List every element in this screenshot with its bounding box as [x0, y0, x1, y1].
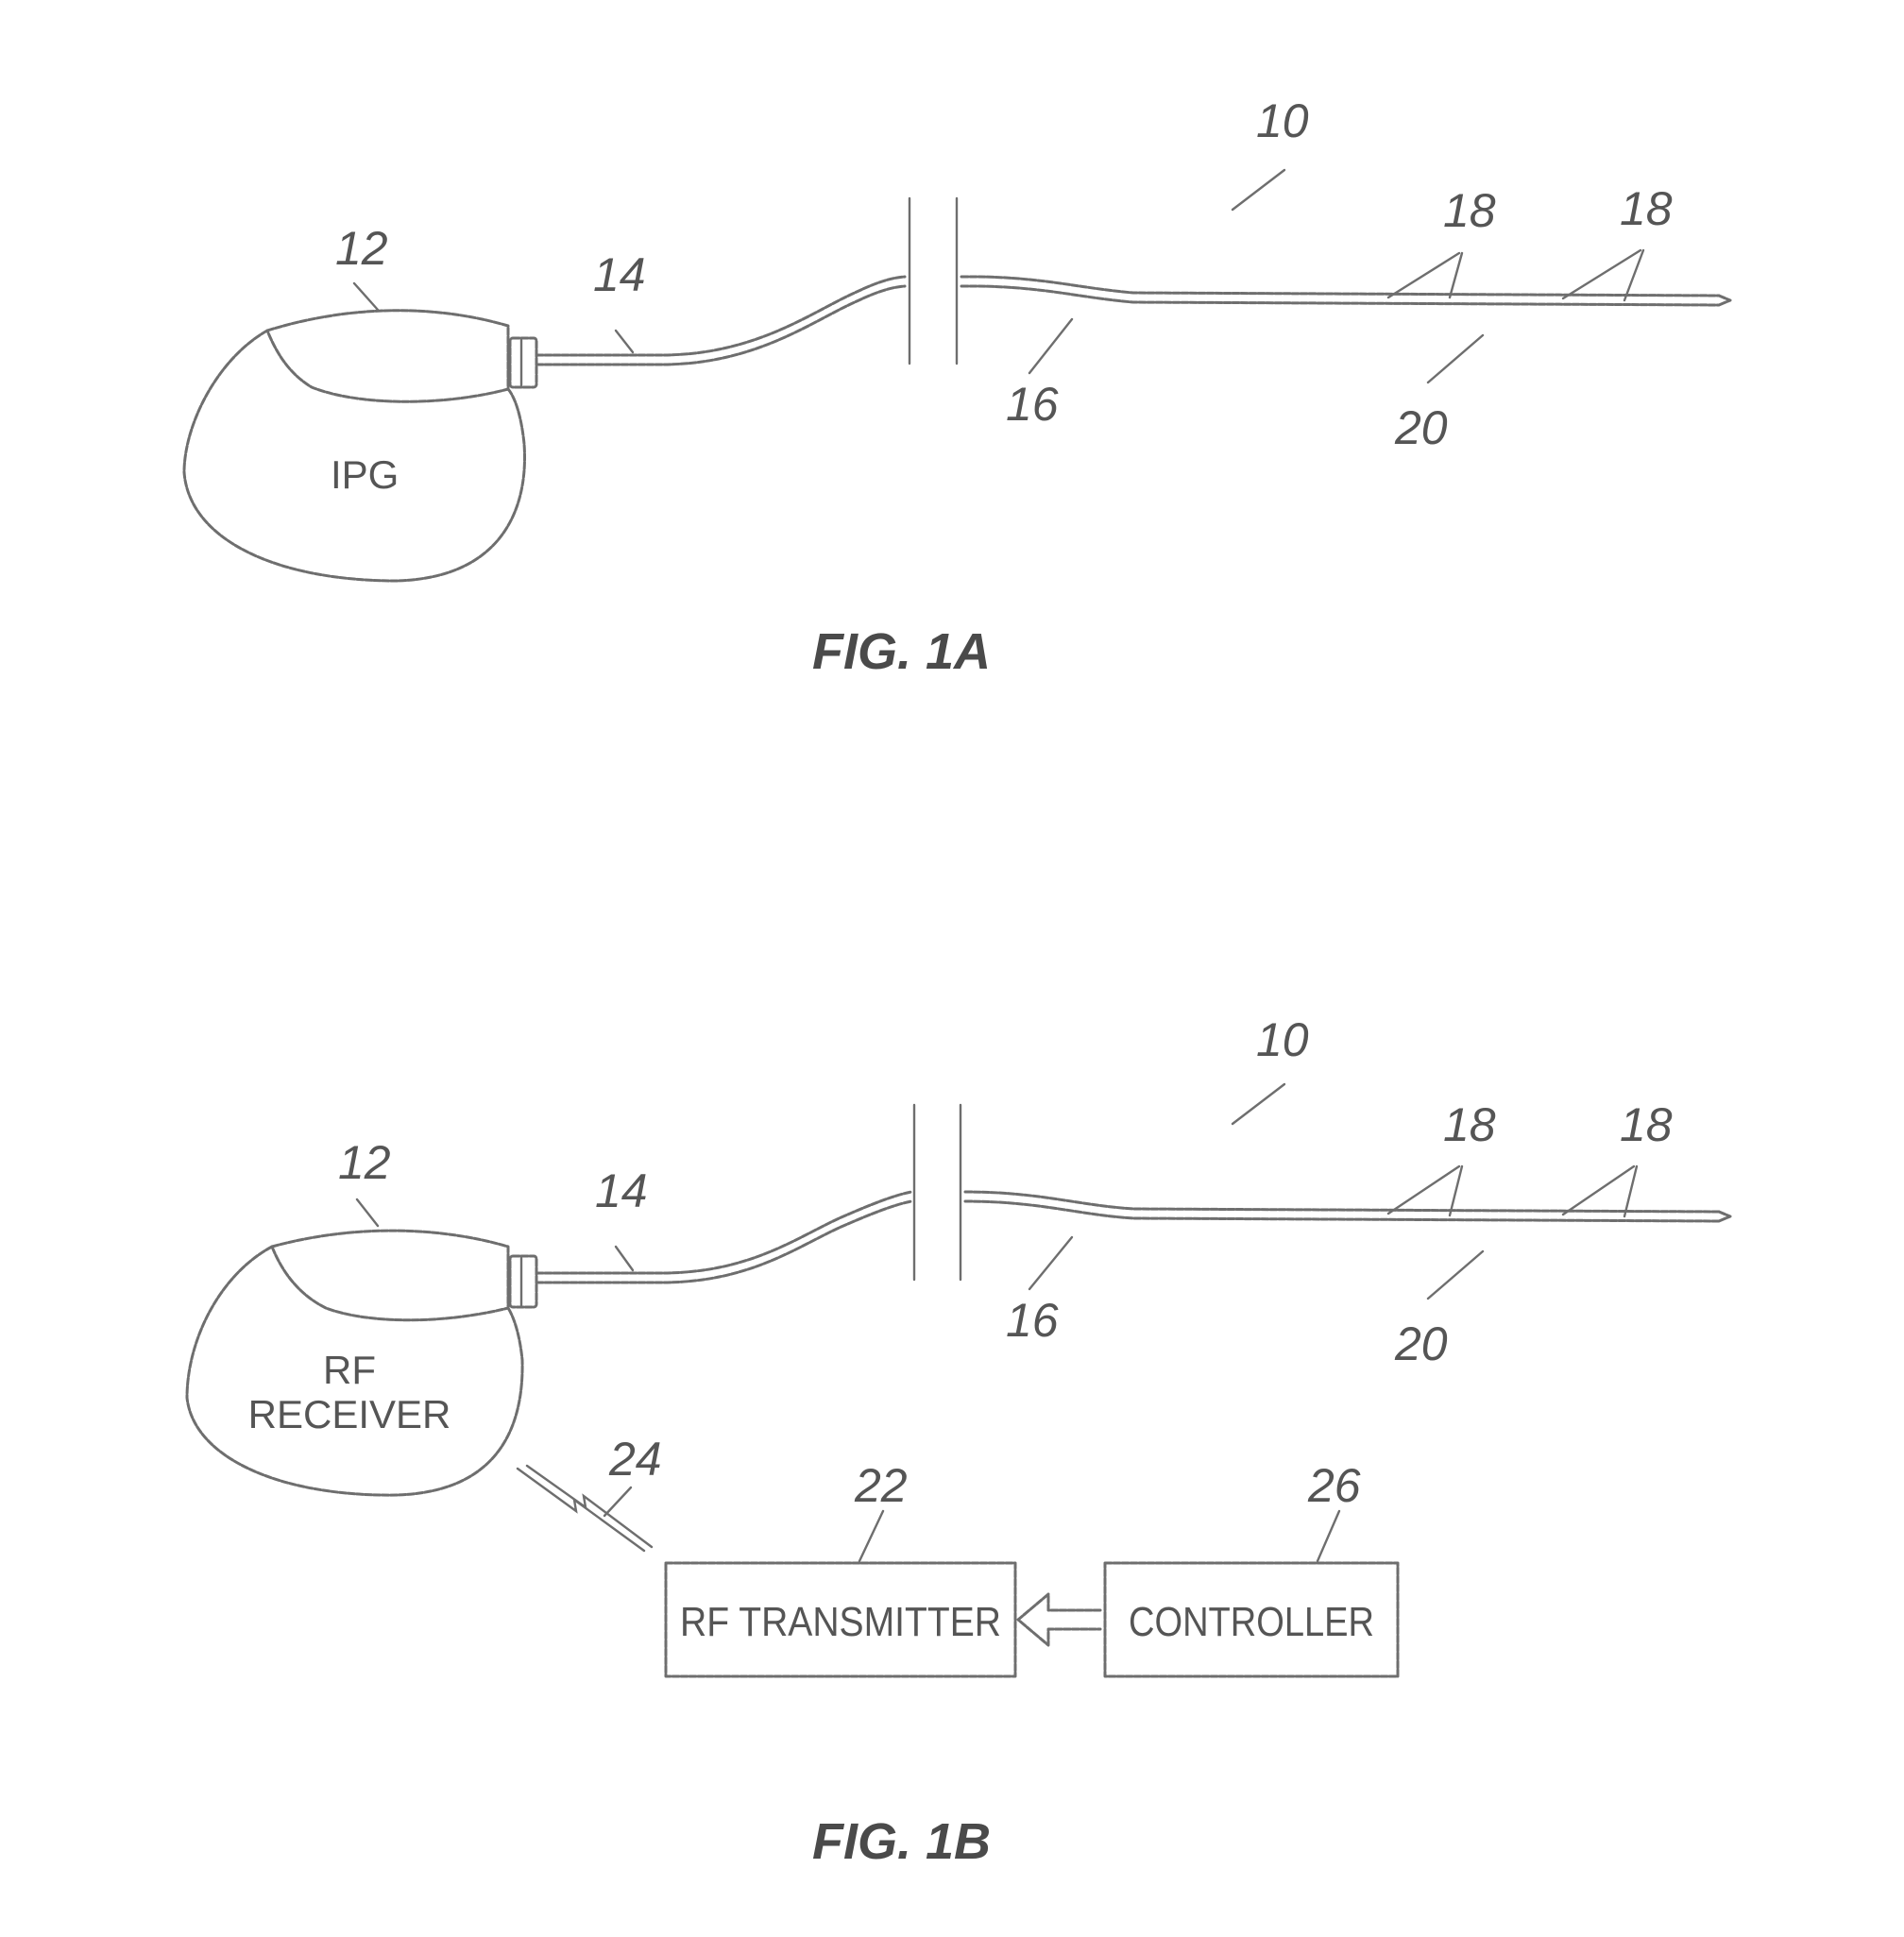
ref-10-leader-arrow-1b [1232, 1084, 1284, 1124]
ref-12-leader-1b [357, 1199, 378, 1226]
lead-distal-tip [1719, 296, 1730, 305]
ref-14-leader-1b [616, 1247, 633, 1270]
ref-16: 16 [1006, 378, 1059, 431]
lead-body-upper-1b [965, 1192, 1719, 1212]
ref-18-a: 18 [1443, 184, 1496, 237]
ref-18-a-1b: 18 [1443, 1098, 1496, 1151]
ref-24: 24 [608, 1433, 662, 1486]
ref-18-b-1b: 18 [1620, 1098, 1673, 1151]
ref-12: 12 [335, 222, 388, 275]
ref-22-leader [859, 1511, 883, 1561]
ipg-connector [510, 338, 536, 387]
lead-proximal-upper [536, 277, 905, 355]
rf-receiver-device-rim [272, 1231, 508, 1320]
ref-20-leader-arrow [1428, 335, 1483, 382]
rf-transmitter-label: RF TRANSMITTER [680, 1599, 1001, 1645]
ref-26: 26 [1307, 1459, 1361, 1512]
ref-24-leader [604, 1487, 631, 1516]
ipg-device-rim [267, 311, 508, 402]
rf-receiver-label-line1: RF [323, 1348, 376, 1392]
lead-proximal-lower [536, 286, 905, 365]
figure-1a-caption: FIG. 1A [812, 623, 991, 680]
electrode-leader-a1 [1388, 253, 1459, 297]
ref-20-leader-arrow-1b [1428, 1251, 1483, 1299]
ipg-label: IPG [331, 452, 399, 497]
figure-1a: 10 12 14 16 18 18 20 IPG FIG. 1A [184, 94, 1730, 680]
ref-10-leader-arrow [1232, 170, 1284, 210]
ref-16-leader-arrow-1b [1029, 1237, 1072, 1289]
ref-16-leader-arrow [1029, 319, 1072, 373]
electrode-leader-b1-1b [1563, 1166, 1634, 1215]
ref-20: 20 [1394, 401, 1448, 454]
controller-to-transmitter-arrow [1018, 1594, 1100, 1645]
ref-22: 22 [854, 1459, 908, 1512]
lead-body-upper [961, 277, 1719, 296]
ref-14-leader [616, 331, 633, 352]
ref-12-leader [354, 283, 378, 310]
lead-distal-tip-1b [1719, 1212, 1730, 1221]
electrode-leader-b2-1b [1624, 1166, 1637, 1216]
electrode-leader-a2 [1450, 253, 1462, 297]
controller-label: CONTROLLER [1129, 1599, 1374, 1645]
ref-10: 10 [1256, 94, 1309, 147]
electrode-leader-a2-1b [1450, 1166, 1462, 1215]
lead-proximal-upper-1b [536, 1192, 911, 1273]
ref-14-1b: 14 [595, 1164, 648, 1217]
lead-proximal-lower-1b [536, 1201, 911, 1283]
ref-16-1b: 16 [1006, 1294, 1059, 1347]
ref-18-b: 18 [1620, 182, 1673, 235]
figure-1b-caption: FIG. 1B [812, 1813, 991, 1870]
ref-12-1b: 12 [338, 1136, 391, 1189]
ref-20-1b: 20 [1394, 1317, 1448, 1370]
rf-receiver-connector [510, 1256, 536, 1307]
rf-receiver-label-line2: RECEIVER [248, 1392, 451, 1436]
ref-26-leader [1318, 1511, 1339, 1561]
electrode-leader-a1-1b [1388, 1166, 1459, 1214]
ref-10-1b: 10 [1256, 1013, 1309, 1066]
figure-1b: 10 12 14 16 18 18 20 24 22 26 RF RECEIVE… [187, 1013, 1730, 1870]
ref-14: 14 [593, 248, 646, 301]
